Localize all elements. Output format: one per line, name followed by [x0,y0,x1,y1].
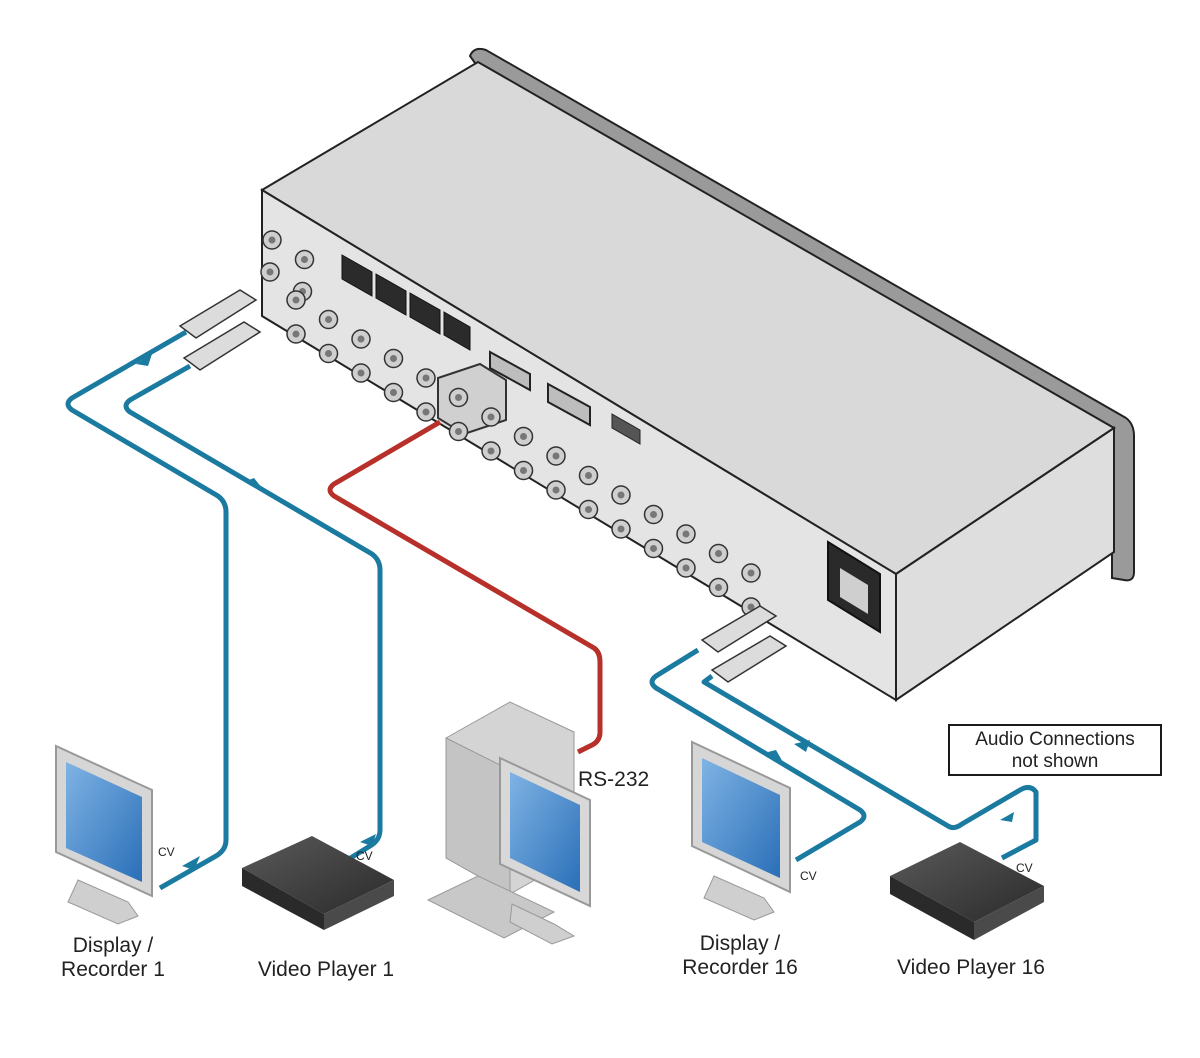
bnc-pin [357,369,365,377]
video-player-1 [242,836,394,930]
bnc-pin [487,413,495,421]
bnc-pin [455,428,462,435]
label-cv-display16: CV [800,869,817,883]
label-video-player-16: Video Player 16 [897,956,1045,979]
bnc-pin [552,486,560,494]
bnc-pin [715,550,722,557]
bnc-pin [422,408,430,416]
bnc-pin [520,433,527,440]
bnc-pin [266,268,274,276]
label-cv-display1: CV [158,845,175,859]
display-recorder-16 [691,740,791,921]
label-display-recorder-1: Display / Recorder 1 [48,934,178,982]
bnc-pin [520,467,527,474]
bnc-pin [585,506,592,513]
label-display-recorder-16: Display / Recorder 16 [672,932,808,980]
video-cable-player16 [701,674,1039,861]
power-socket [827,540,881,634]
bnc-pin [325,316,332,323]
bnc-pin [487,447,495,455]
bnc-pin [650,511,657,518]
bnc-pin [747,603,755,611]
bnc-pin [301,256,308,263]
dip-switch [611,413,641,445]
label-rs232: RS-232 [578,768,650,791]
video-cable-display16 [649,647,867,863]
display-screen [702,758,780,878]
bnc-pin [747,569,755,577]
label-line: Recorder 16 [682,956,798,980]
bnc-pin [390,355,397,362]
bnc-pin [585,472,592,479]
bnc-connectors [260,230,761,617]
bnc-plugs-right [700,605,788,683]
bnc-pin [552,452,560,460]
label-line: Display / [72,934,154,957]
bnc-pin [682,564,690,572]
rs232-port [489,350,591,427]
bnc-pin [390,389,397,396]
audio-terminal-blocks [341,254,471,351]
matrix-switcher [260,47,1135,702]
bnc-pin [357,335,365,343]
bnc-pin [617,525,625,533]
label-video-player-1: Video Player 1 [257,958,395,981]
bnc-pin [292,296,300,304]
bnc-pin [617,491,625,499]
bnc-pin [682,530,690,538]
label-line: Recorder 1 [61,958,165,982]
label-cv-player16: CV [1016,861,1033,875]
rs232-cable [327,419,603,755]
bnc-pin [325,350,332,357]
bnc-pin [715,584,722,591]
bnc-pin [422,374,430,382]
computer [426,701,591,945]
display-screen [66,762,142,882]
note-line: not shown [1011,751,1099,772]
display-recorder-1 [55,744,153,925]
audio-connections-note: Audio Connections not shown [948,724,1162,776]
bnc-pin [650,545,657,552]
label-line: Display / [699,932,781,955]
bnc-pin [455,394,462,401]
video-cable-player1 [123,363,383,865]
note-line: Audio Connections [975,729,1135,750]
bnc-pin [268,236,276,244]
video-player-16 [890,842,1044,940]
video-cable-display1 [65,329,229,891]
label-cv-player1: CV [356,849,373,863]
pc-screen [510,772,580,892]
bnc-plugs-left [178,289,262,371]
bnc-pin [292,330,300,338]
